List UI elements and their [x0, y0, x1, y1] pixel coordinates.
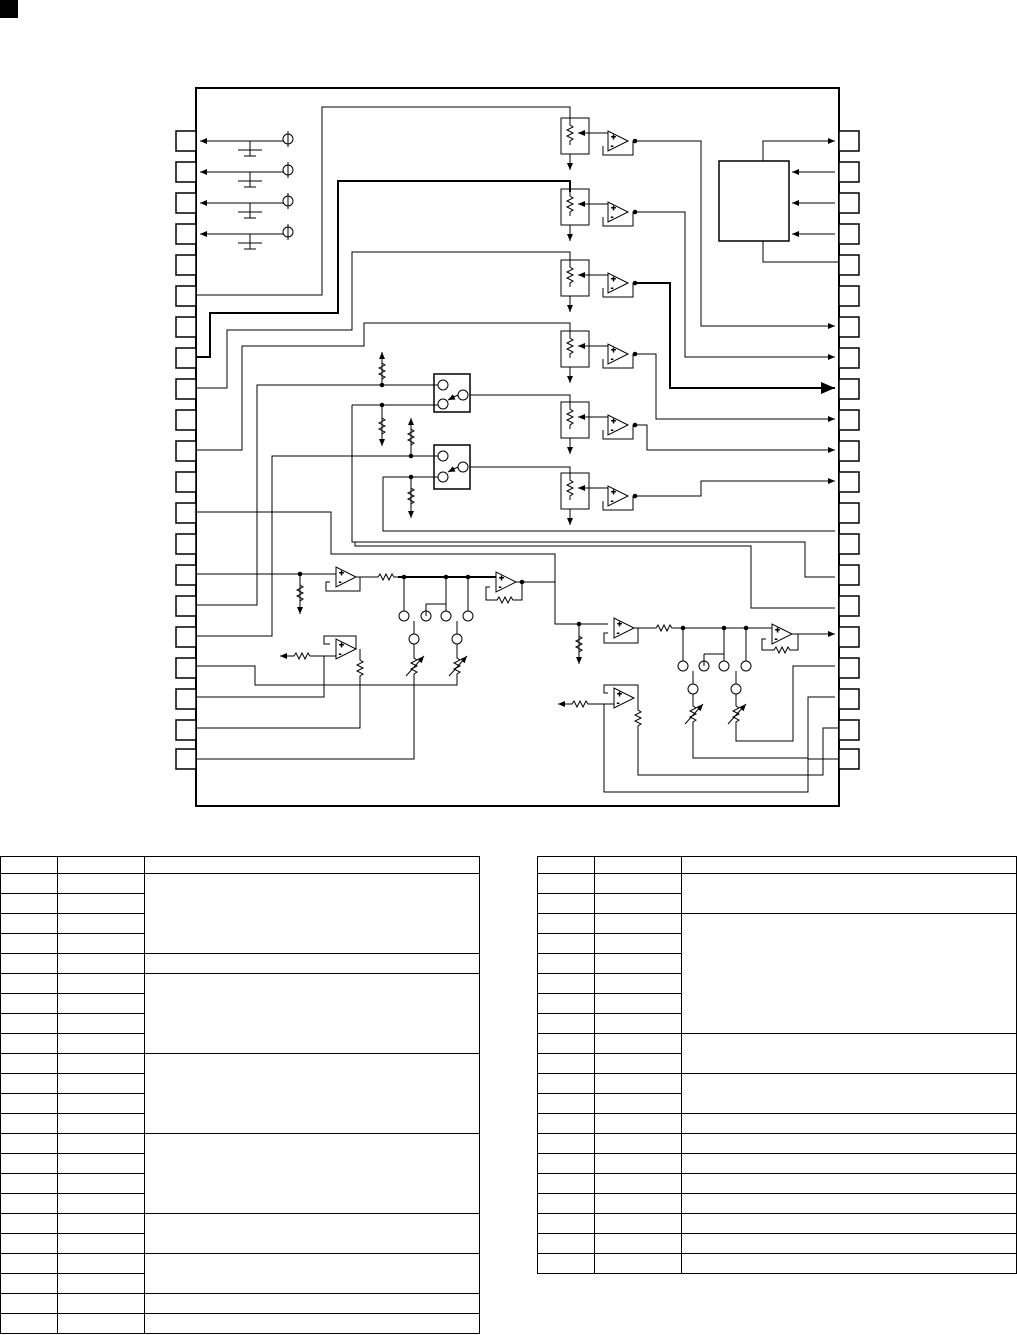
pin-table-left — [0, 856, 480, 1334]
right-pins — [838, 130, 860, 770]
volume-channels — [560, 117, 638, 525]
table-row — [537, 1233, 1017, 1254]
table-row — [537, 1113, 1017, 1134]
table-row — [537, 1133, 1017, 1154]
table-row — [0, 1133, 480, 1214]
table-row — [0, 1313, 480, 1334]
table-row — [537, 973, 1017, 994]
table-row — [0, 893, 480, 914]
table-row — [537, 1033, 1017, 1074]
table-row — [537, 1253, 1017, 1274]
table-row — [0, 873, 480, 954]
table-row — [0, 1033, 480, 1054]
driver-transistors — [200, 131, 294, 250]
table-row — [537, 1153, 1017, 1174]
table-row — [0, 1053, 480, 1134]
table-row — [537, 1173, 1017, 1194]
logic-block — [718, 138, 839, 263]
pin-table-right — [537, 856, 1017, 1274]
table-row — [537, 1193, 1017, 1214]
table-row — [0, 1093, 480, 1114]
table-row — [0, 1273, 480, 1294]
table-row — [537, 913, 1017, 1034]
table-row — [0, 1213, 480, 1254]
tone-stage-2 — [558, 617, 839, 793]
table-header-name — [594, 856, 682, 874]
left-pins — [175, 130, 197, 770]
table-header-function — [144, 856, 480, 874]
table-row — [537, 1213, 1017, 1234]
misc-routing — [196, 511, 835, 609]
table-header-pin — [537, 856, 595, 874]
table-row — [0, 913, 480, 934]
table-row — [0, 1253, 480, 1294]
table-row — [537, 873, 1017, 914]
table-row — [537, 1073, 1017, 1114]
table-row — [0, 1293, 480, 1314]
table-header-name — [57, 856, 145, 874]
table-row — [537, 933, 1017, 954]
table-row — [0, 953, 480, 974]
channel-input-wires — [196, 106, 571, 451]
table-row — [537, 1093, 1017, 1114]
table-header-pin — [0, 856, 58, 874]
selector-switches — [196, 352, 835, 637]
channel-output-wires — [635, 140, 835, 497]
table-row — [0, 973, 480, 1054]
block-diagram: + - — [0, 0, 860, 807]
table-row — [0, 1153, 480, 1174]
table-header-function — [681, 856, 1017, 874]
table-row — [0, 1073, 480, 1094]
tone-stage-1 — [196, 566, 608, 760]
ic-body — [195, 87, 840, 807]
corner-marker — [0, 0, 18, 18]
